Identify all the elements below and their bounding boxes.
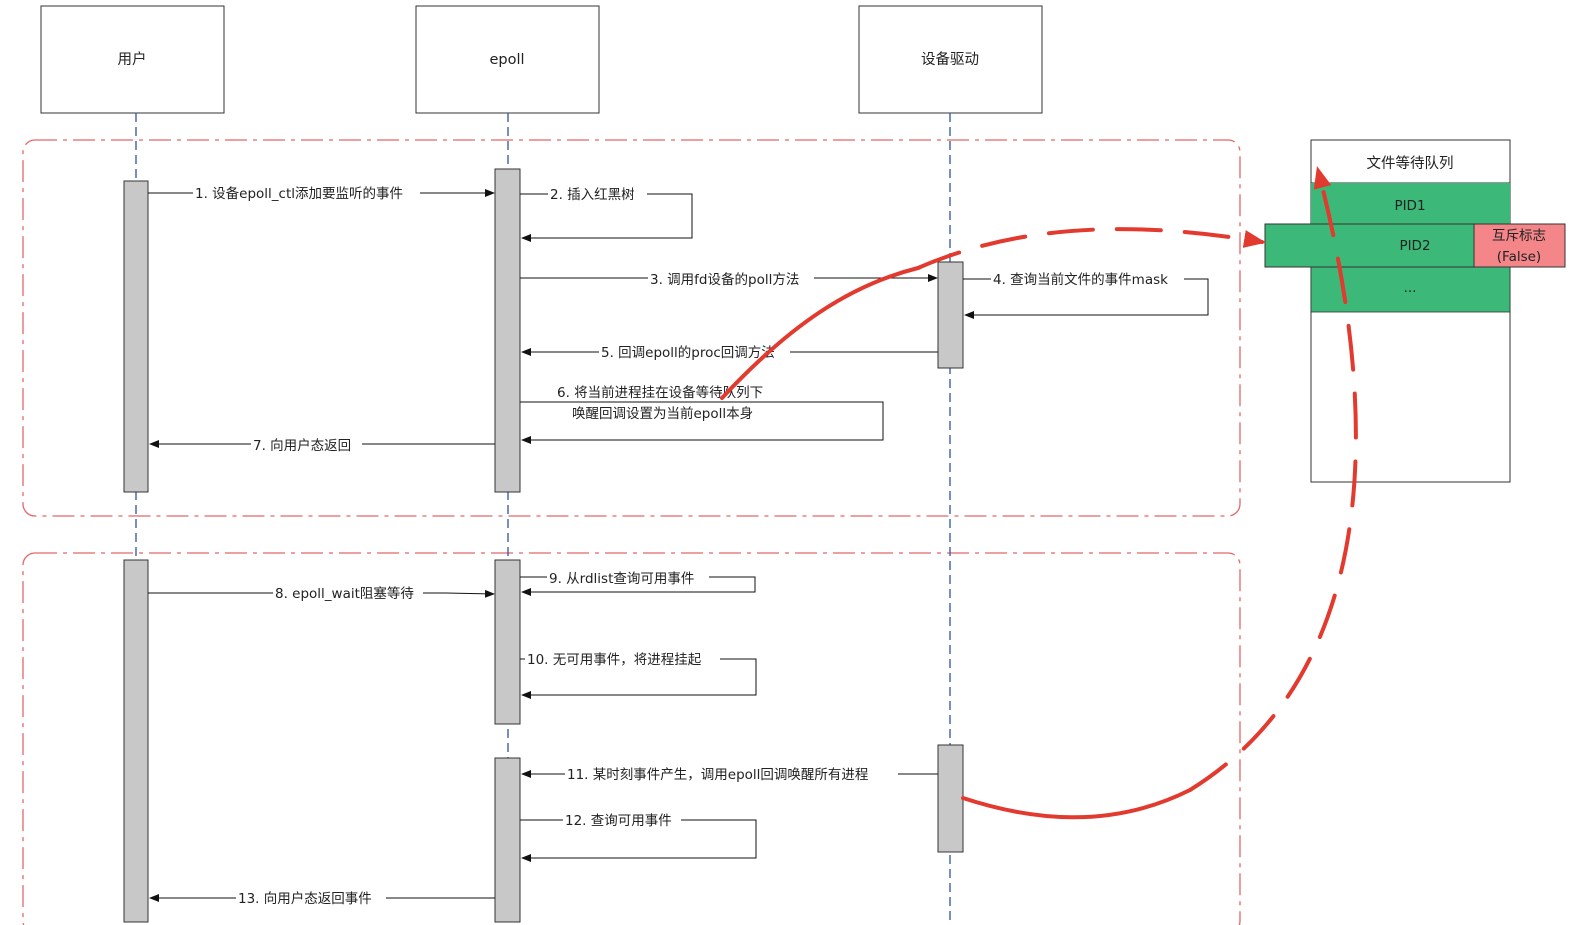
message-8-arrow	[148, 589, 495, 598]
message-8-label: 8. epoll_wait阻塞等待	[275, 585, 414, 602]
message-2-label: 2. 插入红黑树	[550, 187, 635, 203]
highlight-dashed-arrow-to-queue	[916, 227, 1266, 270]
queue-item-ellipsis-label: ...	[1404, 280, 1417, 296]
message-6-arrow	[520, 401, 884, 444]
queue-item-pid1-label: PID1	[1394, 198, 1425, 214]
activation-user-2	[123, 559, 149, 923]
wait-queue-title: 文件等待队列	[1367, 154, 1454, 172]
actor-driver-label: 设备驱动	[921, 51, 979, 68]
activation-driver-2	[937, 744, 964, 853]
message-9-label: 9. 从rdlist查询可用事件	[549, 571, 694, 587]
highlight-solid-curve	[720, 266, 920, 400]
message-1-label: 1. 设备epoll_ctl添加要监听的事件	[195, 185, 403, 202]
queue-item-pid2	[1264, 223, 1476, 268]
group-frame-registration	[22, 139, 1241, 517]
activation-epoll-2	[494, 559, 521, 725]
group-frame-waiting	[22, 552, 1241, 925]
queue-item-pid1	[1311, 183, 1510, 224]
activation-user-1	[123, 180, 149, 493]
wait-queue: 文件等待队列 PID1 ... PID2 互斥标志 (False)	[1264, 139, 1566, 483]
message-4-label: 4. 查询当前文件的事件mask	[993, 271, 1168, 288]
message-11-label: 11. 某时刻事件产生，调用epoll回调唤醒所有进程	[567, 767, 868, 783]
message-10-label: 10. 无可用事件，将进程挂起	[527, 652, 702, 668]
actor-epoll: epoll	[415, 5, 600, 114]
message-12-label: 12. 查询可用事件	[565, 813, 672, 829]
message-7-label: 7. 向用户态返回	[253, 437, 351, 454]
message-3-label: 3. 调用fd设备的poll方法	[650, 271, 799, 288]
actor-user-label: 用户	[118, 51, 147, 68]
highlight-solid-wakeup-curve	[961, 788, 1192, 820]
activation-epoll-1	[494, 168, 521, 493]
actor-epoll-label: epoll	[489, 52, 524, 68]
message-5-label: 5. 回调epoll的proc回调方法	[601, 345, 775, 361]
message-6-label-line2: 唤醒回调设置为当前epoll本身	[572, 405, 753, 422]
highlight-dashed-arrow-up	[1188, 166, 1358, 792]
activation-epoll-3	[494, 757, 521, 923]
actor-driver: 设备驱动	[858, 5, 1043, 114]
lifelines	[135, 113, 951, 925]
activation-driver-1	[937, 261, 964, 369]
queue-item-pid2-label: PID2	[1399, 238, 1430, 254]
message-13-label: 13. 向用户态返回事件	[238, 890, 372, 907]
mutex-flag-badge	[1473, 223, 1566, 268]
mutex-flag-value: (False)	[1497, 249, 1541, 265]
message-6-label-line1: 6. 将当前进程挂在设备等待队列下	[557, 384, 763, 401]
actor-user: 用户	[40, 5, 225, 114]
mutex-flag-label: 互斥标志	[1492, 228, 1546, 244]
